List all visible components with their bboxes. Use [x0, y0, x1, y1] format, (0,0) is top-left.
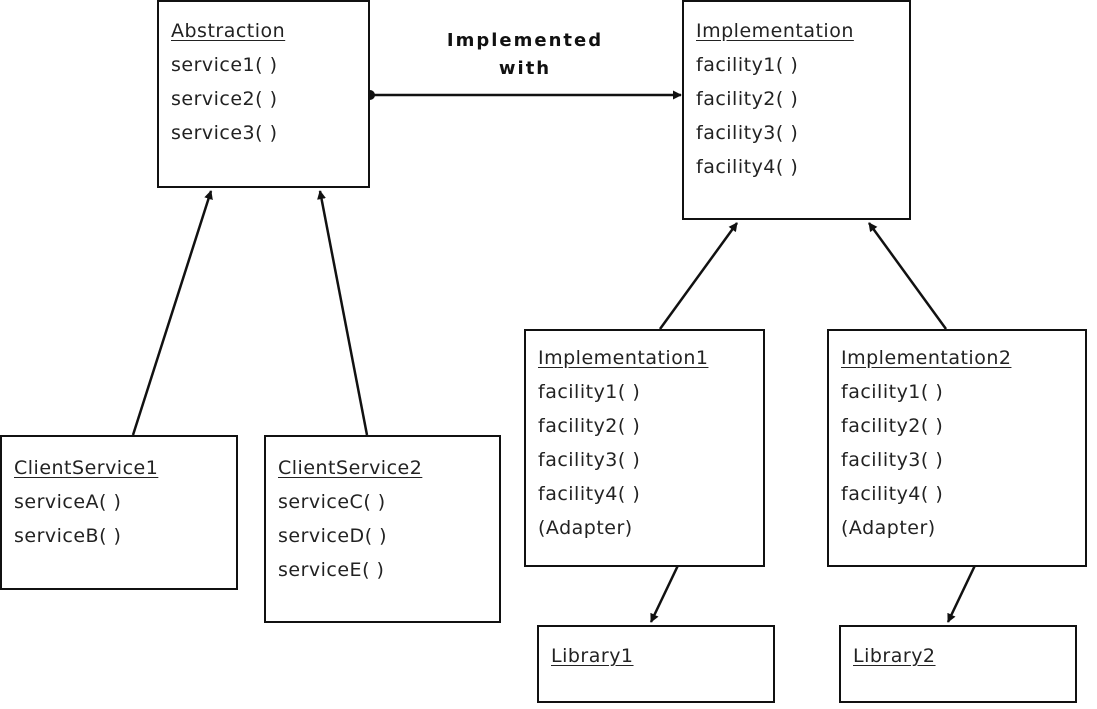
method: serviceE( ) [278, 559, 385, 581]
client-service-1-class-box: ClientService1 serviceA( ) serviceB( ) [0, 435, 238, 590]
method: facility3( ) [841, 449, 944, 471]
method: facility2( ) [696, 88, 799, 110]
impl2-to-implementation-arrow [867, 222, 948, 330]
link-label-line2: with [498, 58, 552, 79]
class-title: Abstraction [171, 20, 286, 42]
method: facility4( ) [696, 156, 799, 178]
implementation-class-box: Implementation facility1( ) facility2( )… [682, 0, 911, 220]
method: serviceC( ) [278, 491, 386, 513]
method: serviceA( ) [14, 491, 122, 513]
class-title: ClientService1 [14, 457, 159, 479]
method: serviceB( ) [14, 525, 122, 547]
abstraction-class-box: Abstraction service1( ) service2( ) serv… [157, 0, 370, 188]
method: facility1( ) [538, 381, 641, 403]
method: facility4( ) [538, 483, 641, 505]
library-1-class-box: Library1 [537, 625, 775, 703]
adapter-note: (Adapter) [538, 517, 633, 539]
client-service-2-class-box: ClientService2 serviceC( ) serviceD( ) s… [264, 435, 501, 623]
library-2-class-box: Library2 [839, 625, 1077, 703]
class-title: Implementation [696, 20, 854, 42]
impl1-to-implementation-arrow [658, 222, 739, 330]
method: serviceD( ) [278, 525, 388, 547]
method: service3( ) [171, 122, 278, 144]
method: facility4( ) [841, 483, 944, 505]
link-label-line1: Implemented [446, 30, 604, 51]
method: facility1( ) [841, 381, 944, 403]
method: facility3( ) [538, 449, 641, 471]
class-title: Library1 [551, 645, 634, 667]
adapter-note: (Adapter) [841, 517, 936, 539]
method: service2( ) [171, 88, 278, 110]
method: facility2( ) [538, 415, 641, 437]
method: facility3( ) [696, 122, 799, 144]
implementation-2-class-box: Implementation2 facility1( ) facility2( … [827, 329, 1087, 567]
client2-to-abstraction-arrow [317, 190, 369, 436]
method: service1( ) [171, 54, 278, 76]
class-title: Library2 [853, 645, 936, 667]
method: facility2( ) [841, 415, 944, 437]
class-title: ClientService2 [278, 457, 423, 479]
class-title: Implementation2 [841, 347, 1012, 369]
method: facility1( ) [696, 54, 799, 76]
class-title: Implementation1 [538, 347, 709, 369]
implementation-1-class-box: Implementation1 facility1( ) facility2( … [524, 329, 765, 567]
client1-to-abstraction-arrow [131, 190, 213, 436]
